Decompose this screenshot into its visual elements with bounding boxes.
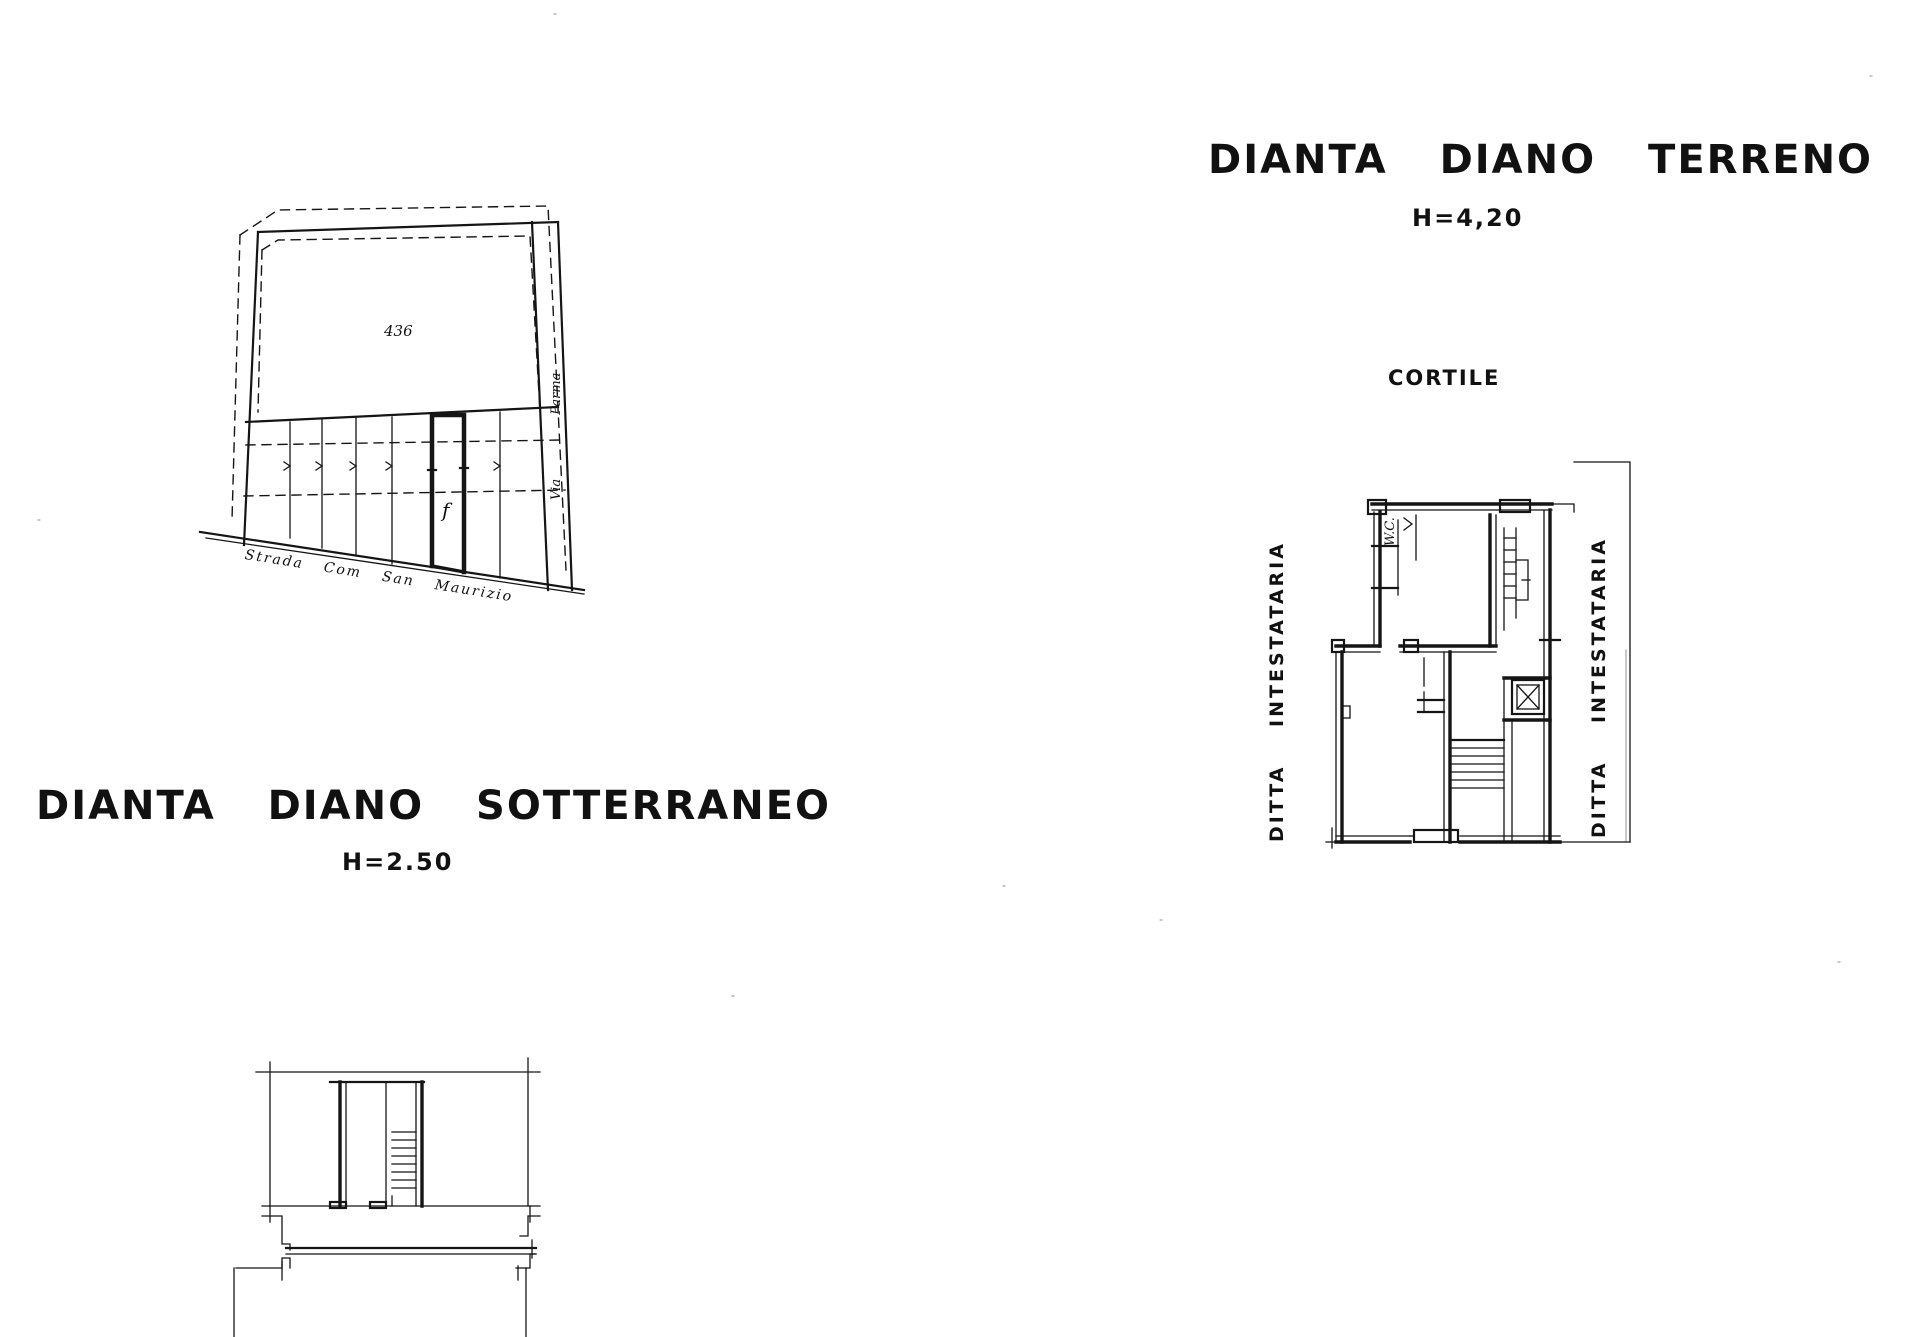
wc-label: W.C. bbox=[1383, 517, 1398, 546]
street-east-label: Via Parma bbox=[549, 372, 564, 500]
unit-f-outline bbox=[429, 412, 467, 575]
ground-floor-plan bbox=[1325, 461, 1631, 849]
scan-specks bbox=[37, 13, 1873, 997]
site-boundary-dashed bbox=[239, 205, 567, 571]
basement-height: H=2.50 bbox=[342, 848, 454, 876]
basement-plan bbox=[233, 1057, 541, 1337]
basement-title: DIANTA DIANO SOTTERRANEO bbox=[36, 783, 832, 829]
ground-floor-title: DIANTA DIANO TERRENO bbox=[1208, 137, 1874, 183]
site-plan bbox=[198, 205, 586, 595]
parcel-number-label: 436 bbox=[384, 322, 413, 340]
ground-floor-height: H=4,20 bbox=[1412, 204, 1524, 232]
unit-letter-label: f bbox=[442, 498, 450, 522]
parcel-436-dashed bbox=[261, 235, 541, 413]
left-neighbor-label: DITTA INTESTATARIA bbox=[1266, 541, 1288, 842]
courtyard-label: CORTILE bbox=[1388, 366, 1501, 390]
right-neighbor-label: DITTA INTESTATARIA bbox=[1588, 537, 1610, 838]
